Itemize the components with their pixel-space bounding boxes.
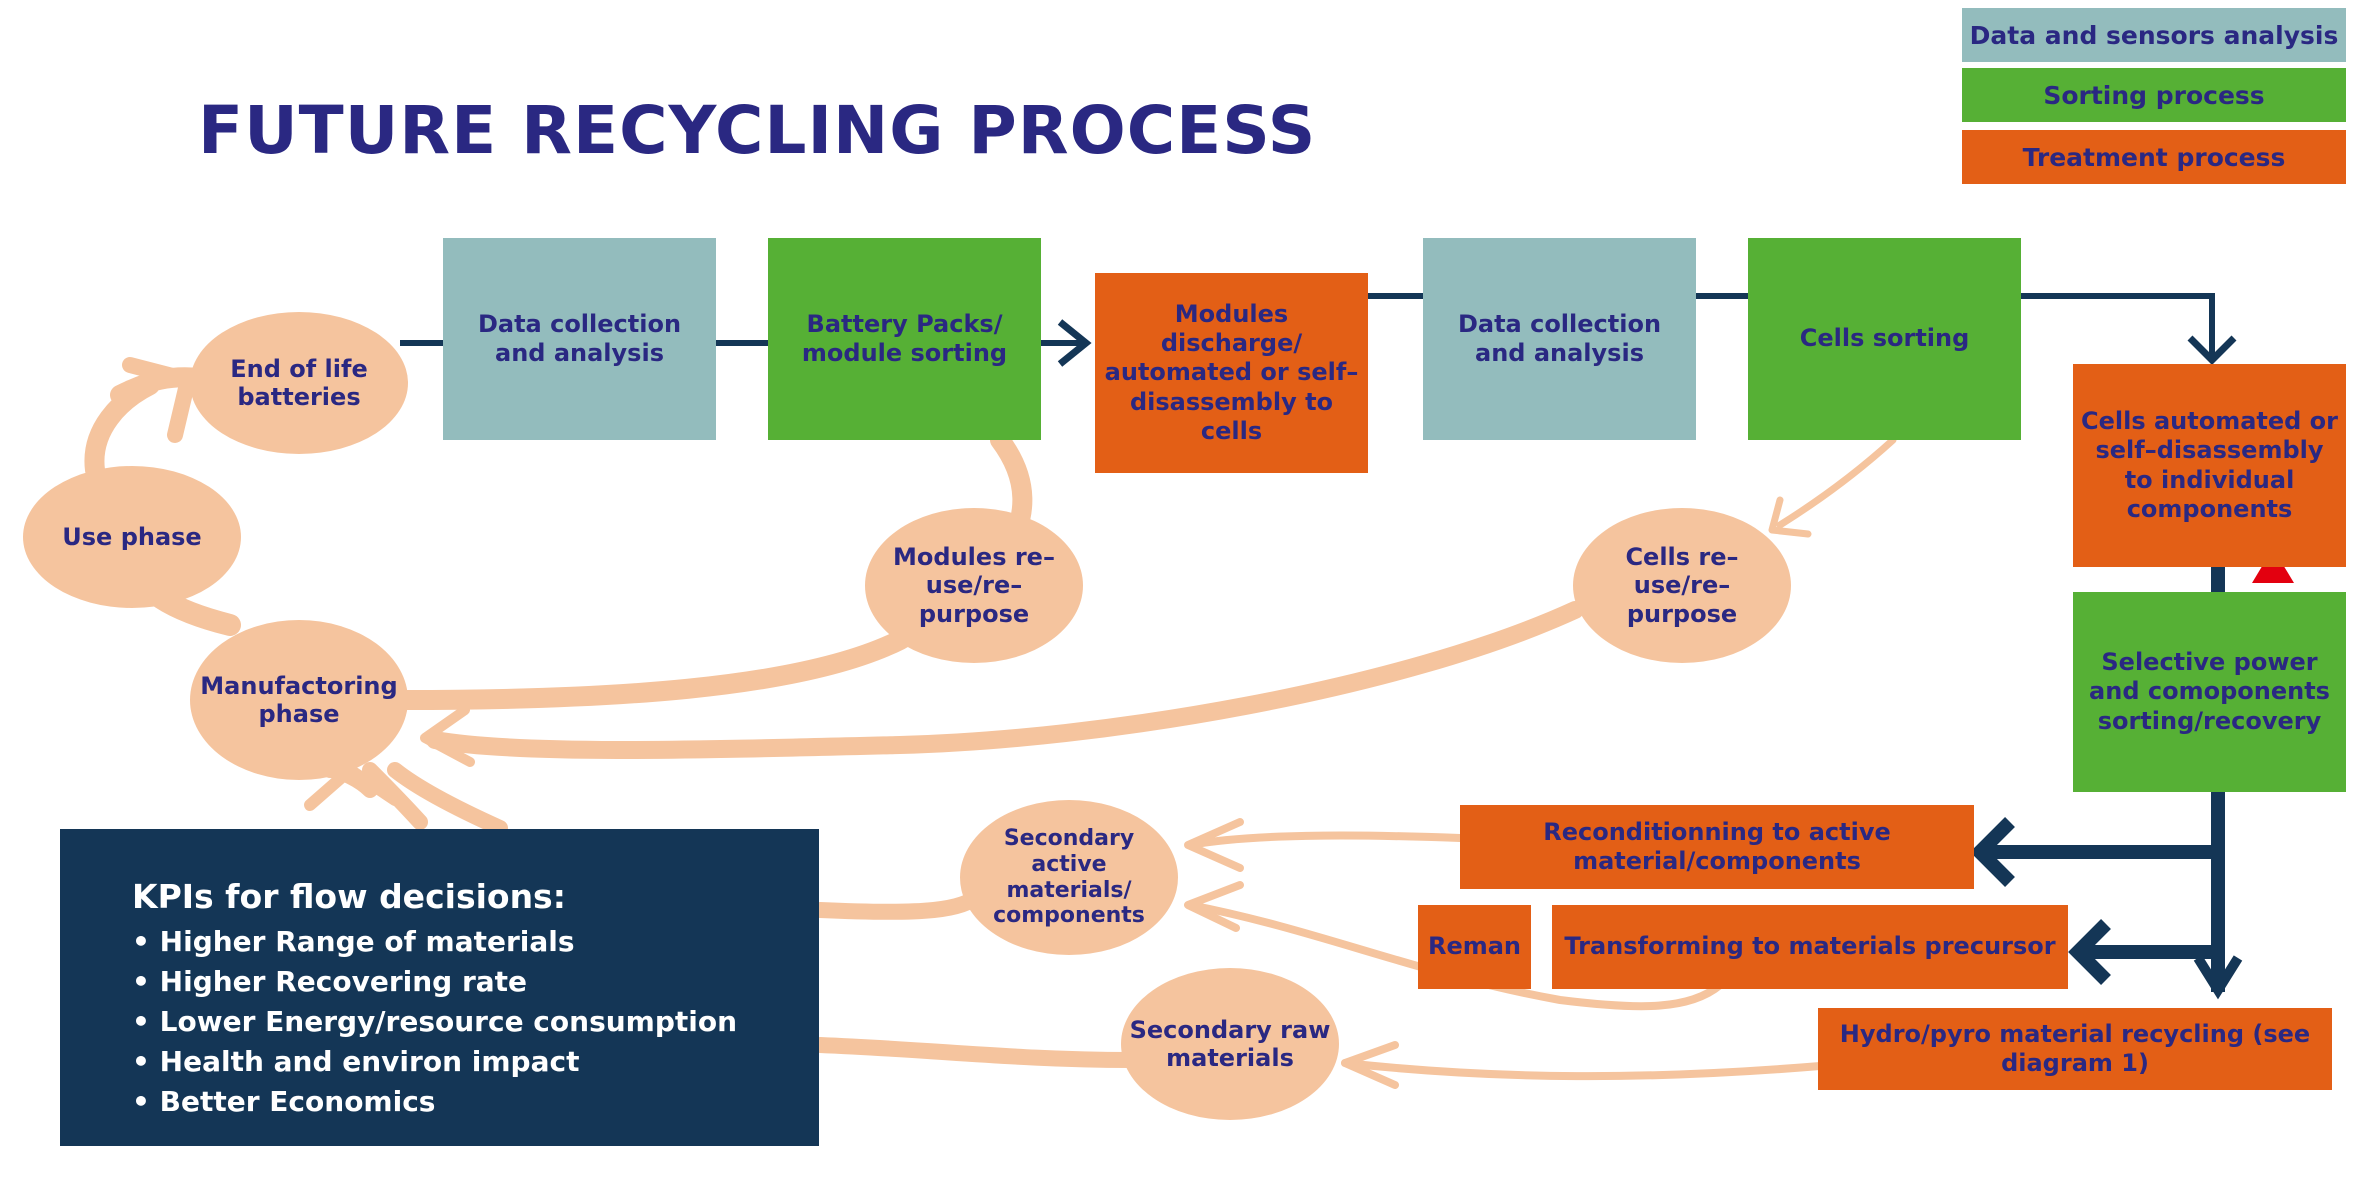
node-end-of-life: End of life batteries xyxy=(190,312,408,454)
box-data-collection-2: Data collection and analysis xyxy=(1423,238,1696,440)
material-flows xyxy=(84,357,1897,1089)
node-manufacturing: Manufactoring phase xyxy=(190,620,408,780)
box-data-collection-1: Data collection and analysis xyxy=(443,238,716,440)
node-modules-reuse: Modules re–use/re–purpose xyxy=(865,508,1083,663)
legend-sorting: Sorting process xyxy=(1962,68,2346,122)
kpi-item: Lower Energy/resource consumption xyxy=(132,1002,819,1042)
kpi-item: Higher Recovering rate xyxy=(132,962,819,1002)
kpi-item: Higher Range of materials xyxy=(132,922,819,962)
node-secondary-active: Secondary active materials/ components xyxy=(960,800,1178,955)
box-cells-sorting: Cells sorting xyxy=(1748,238,2021,440)
node-use-phase: Use phase xyxy=(23,466,241,608)
legend-data-analysis: Data and sensors analysis xyxy=(1962,8,2346,62)
box-selective-sorting: Selective power and comoponents sorting/… xyxy=(2073,592,2346,792)
kpi-panel: KPIs for flow decisions: Higher Range of… xyxy=(60,829,819,1146)
box-hydro-pyro: Hydro/pyro material recycling (see diagr… xyxy=(1818,1008,2332,1090)
page-title: FUTURE RECYCLING PROCESS xyxy=(198,92,1317,169)
process-connectors xyxy=(400,293,2243,1000)
kpi-item: Better Economics xyxy=(132,1082,819,1122)
box-reman: Reman xyxy=(1418,905,1531,989)
box-cells-disassembly: Cells automated or self–disassembly to i… xyxy=(2073,364,2346,567)
kpi-list: Higher Range of materials Higher Recover… xyxy=(132,922,819,1122)
node-cells-reuse: Cells re–use/re–purpose xyxy=(1573,508,1791,663)
kpi-item: Health and environ impact xyxy=(132,1042,819,1082)
box-battery-sorting: Battery Packs/ module sorting xyxy=(768,238,1041,440)
box-transforming: Transforming to materials precursor xyxy=(1552,905,2068,989)
legend-treatment: Treatment process xyxy=(1962,130,2346,184)
kpi-title: KPIs for flow decisions: xyxy=(132,877,566,916)
node-secondary-raw: Secondary raw materials xyxy=(1121,968,1339,1120)
box-reconditioning: Reconditionning to active material/compo… xyxy=(1460,805,1974,889)
box-modules-discharge: Modules discharge/ automated or self–dis… xyxy=(1095,273,1368,473)
